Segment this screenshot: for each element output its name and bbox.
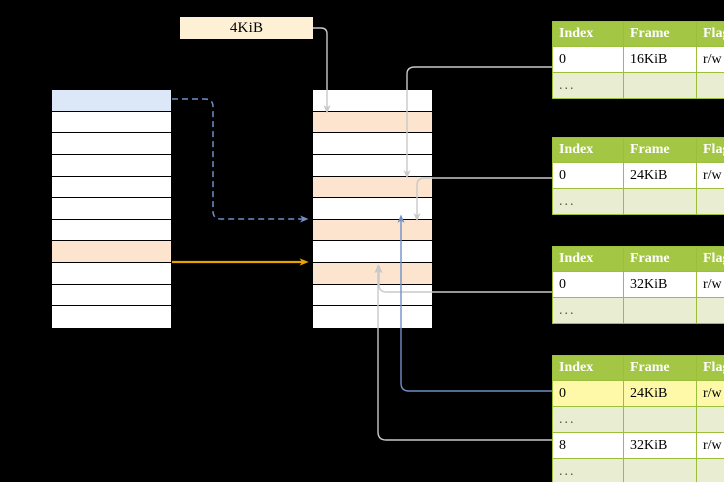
wire-virtual-page-to-frame-dashed (172, 98, 309, 223)
memory-row (313, 154, 432, 177)
table-cell (623, 297, 697, 324)
table-row: ... (552, 188, 724, 215)
table-cell: 0 (552, 46, 624, 73)
memory-row (52, 306, 171, 328)
column-header: Flags (696, 355, 724, 381)
table-row: ... (552, 406, 724, 433)
column-header: Index (552, 137, 624, 163)
table-row: ... (552, 458, 724, 482)
table-cell (696, 188, 724, 215)
table-cell (696, 297, 724, 324)
table-header-row: IndexFrameFlags (552, 137, 724, 163)
table-cell (696, 406, 724, 433)
table-cell (623, 188, 697, 215)
table-cell: 0 (552, 162, 624, 189)
page-table-level-1: IndexFrameFlags024KiBr/w... (552, 137, 724, 215)
table-cell: r/w (696, 432, 724, 459)
memory-row (52, 176, 171, 199)
page-size-label: 4KiB (180, 17, 313, 39)
memory-row (313, 219, 432, 242)
memory-row (313, 263, 432, 285)
table-cell (696, 458, 724, 482)
table-cell: ... (552, 188, 624, 215)
table-header-row: IndexFrameFlags (552, 246, 724, 272)
memory-row (52, 198, 171, 220)
table-cell (623, 458, 697, 482)
memory-row (313, 133, 432, 155)
memory-row (313, 198, 432, 220)
table-cell (696, 72, 724, 99)
memory-row (52, 90, 171, 112)
table-cell: 24KiB (623, 380, 697, 407)
column-header: Index (552, 246, 624, 272)
column-header: Flags (696, 21, 724, 47)
column-header: Flags (696, 137, 724, 163)
memory-row (52, 154, 171, 177)
table-cell: 16KiB (623, 46, 697, 73)
virtual-address-space-column (51, 89, 172, 329)
table-cell: ... (552, 458, 624, 482)
column-header: Index (552, 355, 624, 381)
table-header-row: IndexFrameFlags (552, 355, 724, 381)
table-cell (623, 406, 697, 433)
memory-row (52, 241, 171, 263)
page-table-level-3: IndexFrameFlags024KiBr/w...832KiBr/w... (552, 355, 724, 482)
memory-row (313, 176, 432, 199)
table-cell: 24KiB (623, 162, 697, 189)
table-cell (623, 72, 697, 99)
column-header: Frame (623, 137, 697, 163)
memory-row (52, 284, 171, 307)
memory-row (313, 90, 432, 112)
table-cell: r/w (696, 46, 724, 73)
table-cell: r/w (696, 271, 724, 298)
table-cell: 32KiB (623, 432, 697, 459)
table-cell: 0 (552, 271, 624, 298)
table-row: ... (552, 72, 724, 99)
column-header: Index (552, 21, 624, 47)
table-cell: ... (552, 406, 624, 433)
memory-row (313, 306, 432, 328)
table-cell: r/w (696, 380, 724, 407)
physical-memory-column (312, 89, 433, 329)
memory-row (313, 111, 432, 134)
column-header: Frame (623, 246, 697, 272)
page-table-level-2: IndexFrameFlags032KiBr/w... (552, 246, 724, 324)
column-header: Flags (696, 246, 724, 272)
page-table-level-0: IndexFrameFlags016KiBr/w... (552, 21, 724, 99)
column-header: Frame (623, 355, 697, 381)
table-cell: 0 (552, 380, 624, 407)
memory-row (52, 219, 171, 242)
memory-row (52, 111, 171, 134)
table-cell: ... (552, 297, 624, 324)
memory-row (52, 133, 171, 155)
table-cell: r/w (696, 162, 724, 189)
table-cell: ... (552, 72, 624, 99)
memory-row (313, 241, 432, 263)
memory-row (313, 284, 432, 307)
memory-row (52, 263, 171, 285)
table-cell: 8 (552, 432, 624, 459)
table-header-row: IndexFrameFlags (552, 21, 724, 47)
table-row: ... (552, 297, 724, 324)
wire-table1-to-frame (413, 177, 552, 222)
column-header: Frame (623, 21, 697, 47)
table-cell: 32KiB (623, 271, 697, 298)
